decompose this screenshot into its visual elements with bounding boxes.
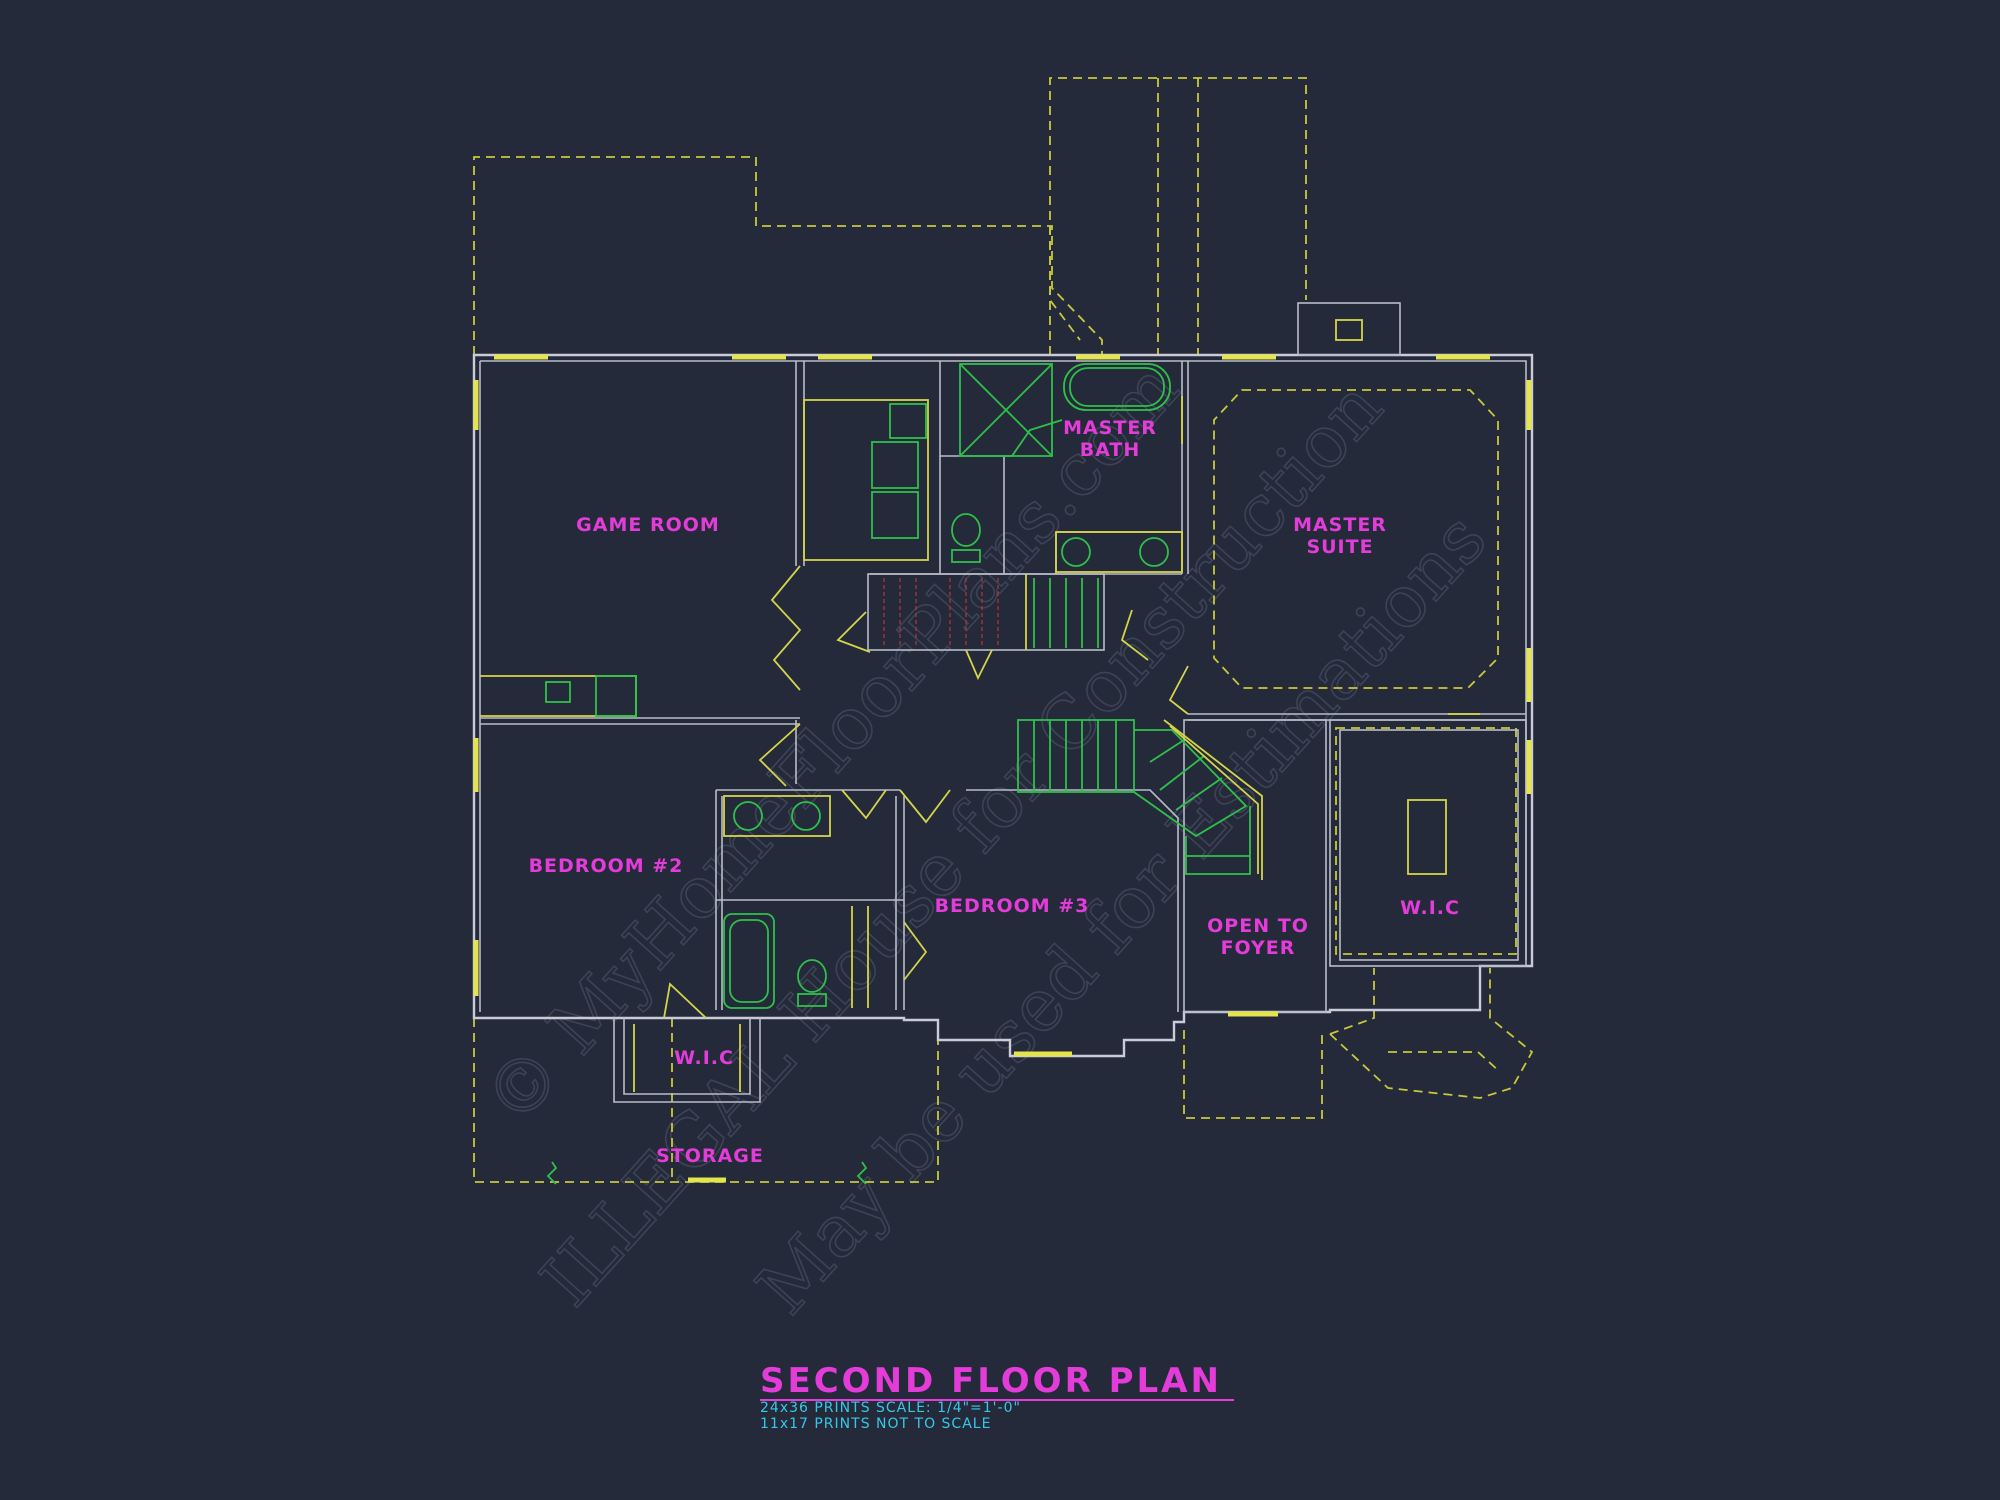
title-block: SECOND FLOOR PLAN 24x36 PRINTS SCALE: 1/… [760,1361,1234,1432]
doors [663,565,1189,1019]
label-master-bath-line2: BATH [1080,439,1141,461]
exterior-walls [472,302,1534,1058]
scale-note: 24x36 PRINTS SCALE: 1/4"=1'-0" [760,1400,1021,1416]
label-storage: STORAGE [656,1145,764,1167]
label-wic-left: W.I.C [674,1047,734,1069]
label-open-to-foyer-line1: OPEN TO [1207,915,1309,937]
label-master-suite-line2: SUITE [1306,536,1373,558]
watermark-line-2: ILLEGAL House for Construction [525,365,1399,1322]
label-master-suite-line1: MASTER [1293,514,1387,536]
plan-title: SECOND FLOOR PLAN [760,1361,1222,1401]
print-note: 11x17 PRINTS NOT TO SCALE [760,1416,991,1432]
label-bedroom-2: BEDROOM #2 [529,855,684,877]
label-wic-right: W.I.C [1400,897,1460,919]
fixtures [480,363,1480,1185]
windows [473,354,1532,1183]
room-labels: GAME ROOM MASTER BATH MASTER SUITE BEDRO… [529,417,1460,1167]
label-game-room: GAME ROOM [576,514,720,536]
label-open-to-foyer-line2: FOYER [1221,937,1296,959]
label-master-bath-line1: MASTER [1063,417,1157,439]
watermark: © MyHomeFloorPlans.com ILLEGAL House for… [467,345,1503,1330]
label-bedroom-3: BEDROOM #3 [935,895,1090,917]
stairs [883,574,1263,880]
